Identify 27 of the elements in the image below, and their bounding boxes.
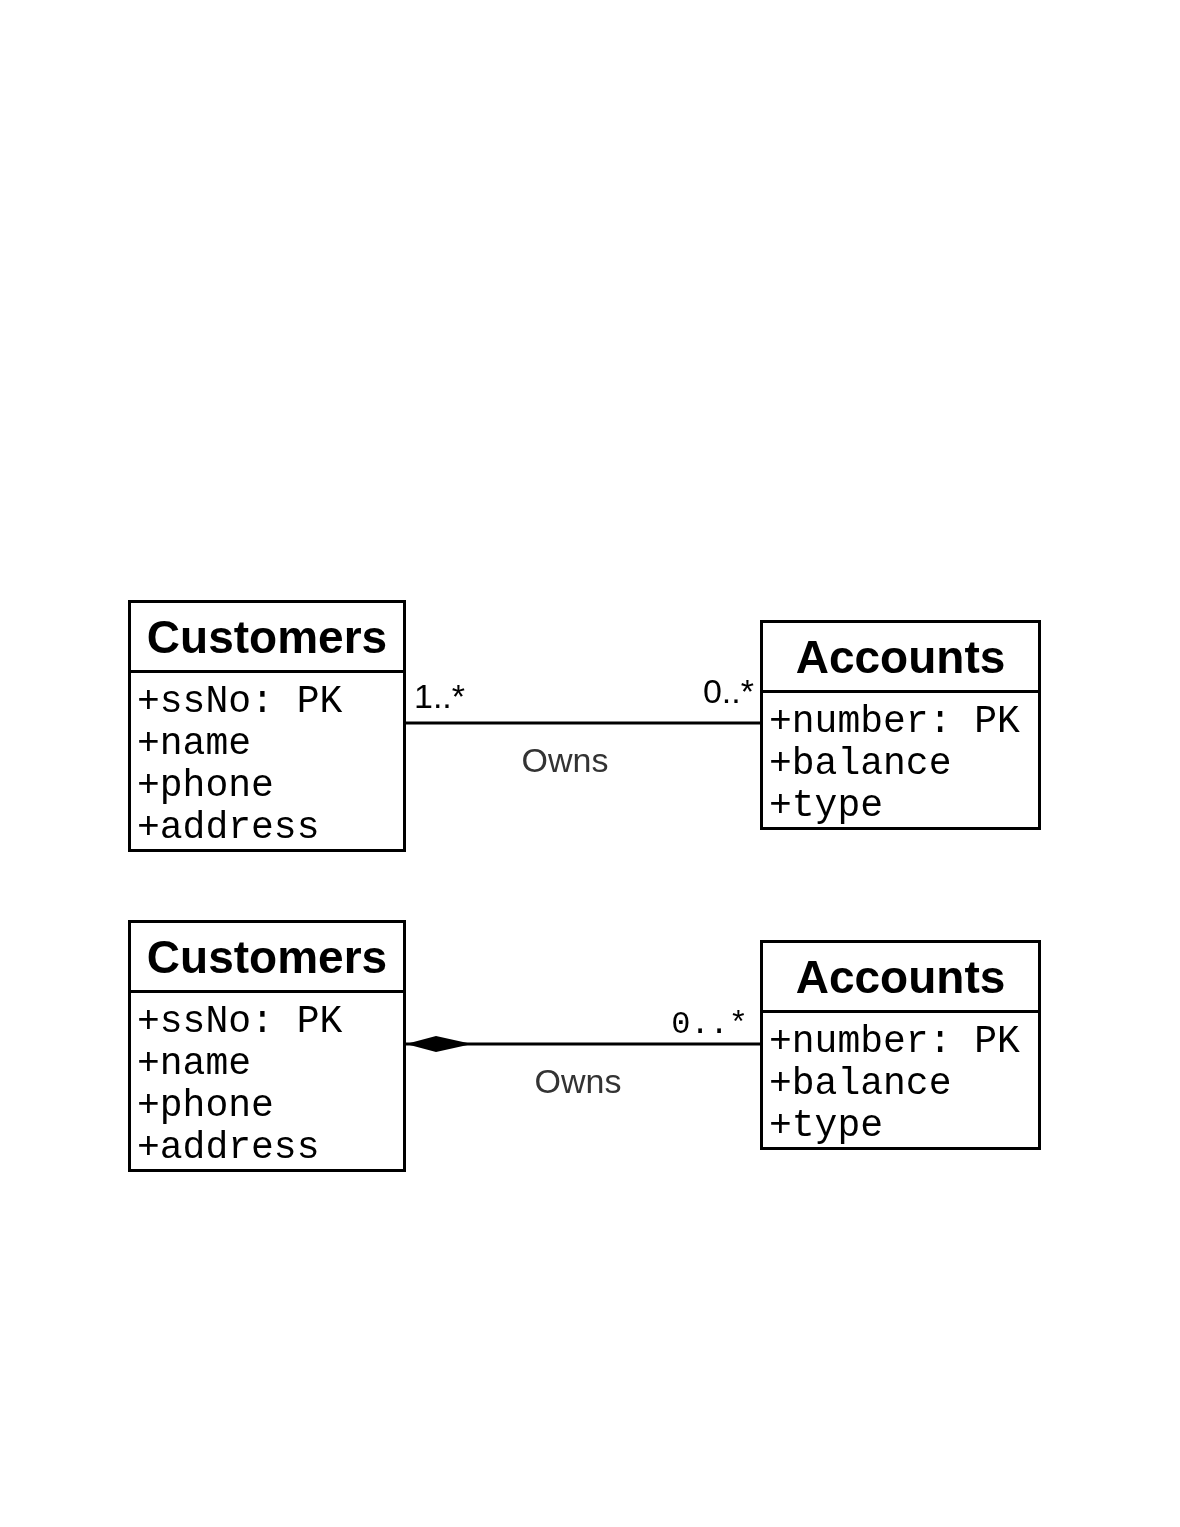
attribute-text: +type bbox=[769, 785, 884, 827]
attribute-text: +address bbox=[137, 807, 320, 849]
class-box bbox=[128, 600, 406, 852]
class-box bbox=[128, 920, 406, 1172]
multiplicity-label: 1..* bbox=[414, 679, 466, 713]
association-line bbox=[406, 721, 760, 725]
multiplicity-label: 0..* bbox=[702, 674, 754, 708]
class-name: Accounts bbox=[763, 943, 1038, 1013]
class-box bbox=[760, 940, 1041, 1150]
class-name: Accounts bbox=[763, 623, 1038, 693]
attribute-text: +number: PK bbox=[769, 701, 1020, 743]
class-name: Customers bbox=[131, 923, 403, 993]
attribute-text: +type bbox=[769, 1105, 884, 1147]
attribute-text: +phone bbox=[137, 765, 274, 807]
composition-line bbox=[406, 1036, 760, 1052]
class-name: Customers bbox=[131, 603, 403, 673]
attribute-text: +address bbox=[137, 1127, 320, 1169]
attribute-text: +balance bbox=[769, 1063, 952, 1105]
attribute-text: +name bbox=[137, 723, 252, 765]
attribute-text: +ssNo: PK bbox=[137, 1001, 343, 1043]
attribute-text: +number: PK bbox=[769, 1021, 1020, 1063]
multiplicity-label: 0..* bbox=[671, 1009, 748, 1041]
attribute-text: +name bbox=[137, 1043, 252, 1085]
attribute-text: +balance bbox=[769, 743, 952, 785]
class-box bbox=[760, 620, 1041, 830]
attribute-text: +phone bbox=[137, 1085, 274, 1127]
attribute-text: +ssNo: PK bbox=[137, 681, 343, 723]
